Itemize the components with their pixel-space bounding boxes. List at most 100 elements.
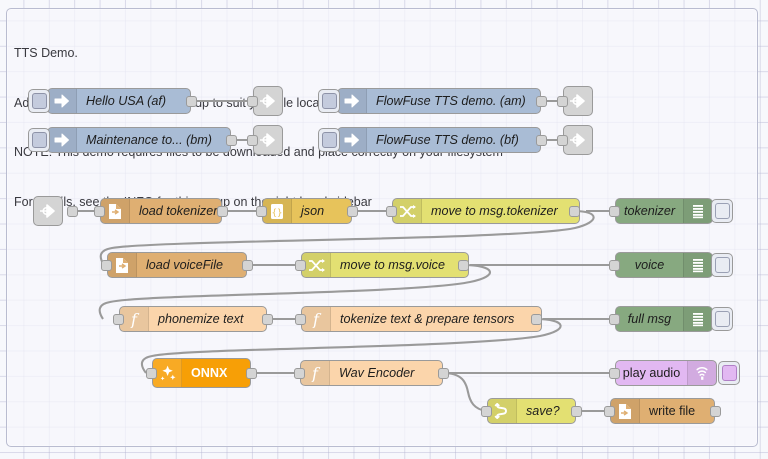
json-node[interactable]: {} json bbox=[262, 198, 352, 224]
inject-node-label: FlowFuse TTS demo. (bf) bbox=[376, 133, 519, 147]
input-port[interactable] bbox=[294, 368, 305, 379]
function-node-tokenize-prepare-tensors[interactable]: f tokenize text & prepare tensors bbox=[301, 306, 542, 332]
output-port[interactable] bbox=[217, 206, 228, 217]
input-port[interactable] bbox=[295, 260, 306, 271]
link-out-node-4[interactable] bbox=[563, 125, 593, 155]
link-out-icon bbox=[254, 126, 282, 154]
switch-icon bbox=[488, 399, 517, 423]
input-port[interactable] bbox=[247, 135, 258, 146]
output-port[interactable] bbox=[226, 135, 237, 146]
input-port[interactable] bbox=[256, 206, 267, 217]
node-label: json bbox=[301, 204, 325, 218]
output-port[interactable] bbox=[347, 206, 358, 217]
inject-node-flowfuse-am[interactable]: FlowFuse TTS demo. (am) bbox=[337, 88, 541, 114]
debug-toggle-glyph bbox=[714, 203, 730, 219]
link-out-node-3[interactable] bbox=[563, 86, 593, 116]
change-node-move-voice[interactable]: move to msg.voice bbox=[301, 252, 469, 278]
function-node-wav-encoder[interactable]: f Wav Encoder bbox=[300, 360, 443, 386]
audio-wave-icon bbox=[687, 361, 716, 385]
inject-button-3[interactable] bbox=[318, 89, 340, 113]
input-port[interactable] bbox=[557, 135, 568, 146]
inject-node-flowfuse-bf[interactable]: FlowFuse TTS demo. (bf) bbox=[337, 127, 541, 153]
inject-button-2[interactable] bbox=[28, 128, 50, 152]
inject-button-glyph bbox=[321, 132, 337, 148]
audio-out-node-play-audio[interactable]: play audio bbox=[615, 360, 717, 386]
inject-button-1[interactable] bbox=[28, 89, 50, 113]
output-port[interactable] bbox=[571, 406, 582, 417]
file-in-node-load-tokenizer[interactable]: load tokenizer bbox=[100, 198, 222, 224]
node-label: write file bbox=[649, 404, 696, 418]
onnx-node[interactable]: ONNX bbox=[152, 358, 251, 388]
inject-button-glyph bbox=[31, 93, 47, 109]
node-label: full msg bbox=[627, 312, 672, 326]
audio-toggle-button[interactable] bbox=[718, 361, 740, 385]
audio-toggle-glyph bbox=[721, 365, 737, 381]
output-port[interactable] bbox=[569, 206, 580, 217]
node-label: voice bbox=[634, 258, 665, 272]
link-out-icon bbox=[564, 87, 592, 115]
link-out-icon bbox=[564, 126, 592, 154]
output-port[interactable] bbox=[262, 314, 273, 325]
output-port[interactable] bbox=[710, 406, 721, 417]
input-port[interactable] bbox=[94, 206, 105, 217]
svg-text:f: f bbox=[311, 365, 321, 382]
input-port[interactable] bbox=[113, 314, 124, 325]
input-port[interactable] bbox=[557, 96, 568, 107]
inject-node-maintenance[interactable]: Maintenance to... (bm) bbox=[47, 127, 231, 153]
input-port[interactable] bbox=[604, 406, 615, 417]
debug-node-full-msg[interactable]: full msg bbox=[615, 306, 713, 332]
input-port[interactable] bbox=[146, 368, 157, 379]
debug-toggle-button-voice[interactable] bbox=[711, 253, 733, 277]
output-port[interactable] bbox=[458, 260, 469, 271]
input-port[interactable] bbox=[609, 206, 620, 217]
inject-node-label: Maintenance to... (bm) bbox=[86, 133, 212, 147]
file-out-node-write-file[interactable]: write file bbox=[610, 398, 715, 424]
function-node-phonemize-text[interactable]: f phonemize text bbox=[119, 306, 267, 332]
inject-arrow-icon bbox=[338, 128, 367, 152]
file-in-node-load-voicefile[interactable]: load voiceFile bbox=[107, 252, 247, 278]
debug-icon bbox=[683, 253, 712, 277]
output-port[interactable] bbox=[531, 314, 542, 325]
node-label: load voiceFile bbox=[146, 258, 224, 272]
debug-node-voice[interactable]: voice bbox=[615, 252, 713, 278]
function-icon: f bbox=[120, 307, 149, 331]
debug-toggle-button-full-msg[interactable] bbox=[711, 307, 733, 331]
output-port[interactable] bbox=[438, 368, 449, 379]
input-port[interactable] bbox=[609, 260, 620, 271]
output-port[interactable] bbox=[536, 135, 547, 146]
output-port[interactable] bbox=[186, 96, 197, 107]
output-port[interactable] bbox=[536, 96, 547, 107]
debug-toggle-glyph bbox=[714, 311, 730, 327]
input-port[interactable] bbox=[295, 314, 306, 325]
inject-button-4[interactable] bbox=[318, 128, 340, 152]
input-port[interactable] bbox=[101, 260, 112, 271]
node-label: ONNX bbox=[191, 366, 228, 380]
output-port[interactable] bbox=[242, 260, 253, 271]
debug-node-tokenizer[interactable]: tokenizer bbox=[615, 198, 713, 224]
input-port[interactable] bbox=[609, 314, 620, 325]
output-port[interactable] bbox=[246, 368, 257, 379]
input-port[interactable] bbox=[247, 96, 258, 107]
switch-node-save[interactable]: save? bbox=[487, 398, 576, 424]
input-port[interactable] bbox=[609, 368, 620, 379]
change-node-move-tokenizer[interactable]: move to msg.tokenizer bbox=[392, 198, 580, 224]
node-label: phonemize text bbox=[158, 312, 244, 326]
file-out-icon bbox=[611, 399, 640, 423]
input-port[interactable] bbox=[386, 206, 397, 217]
node-label: tokenizer bbox=[623, 204, 676, 218]
inject-node-label: Hello USA (af) bbox=[86, 94, 167, 108]
link-out-node-2[interactable] bbox=[253, 125, 283, 155]
node-label: save? bbox=[526, 404, 560, 418]
link-in-node[interactable] bbox=[33, 196, 63, 226]
node-label: play audio bbox=[622, 366, 681, 380]
inject-button-glyph bbox=[321, 93, 337, 109]
input-port[interactable] bbox=[481, 406, 492, 417]
inject-node-hello-usa[interactable]: Hello USA (af) bbox=[47, 88, 191, 114]
debug-toggle-button-tokenizer[interactable] bbox=[711, 199, 733, 223]
change-icon bbox=[393, 199, 422, 223]
sparkle-icon bbox=[153, 359, 182, 387]
inject-arrow-icon bbox=[338, 89, 367, 113]
inject-arrow-icon bbox=[48, 128, 77, 152]
output-port[interactable] bbox=[67, 206, 78, 217]
